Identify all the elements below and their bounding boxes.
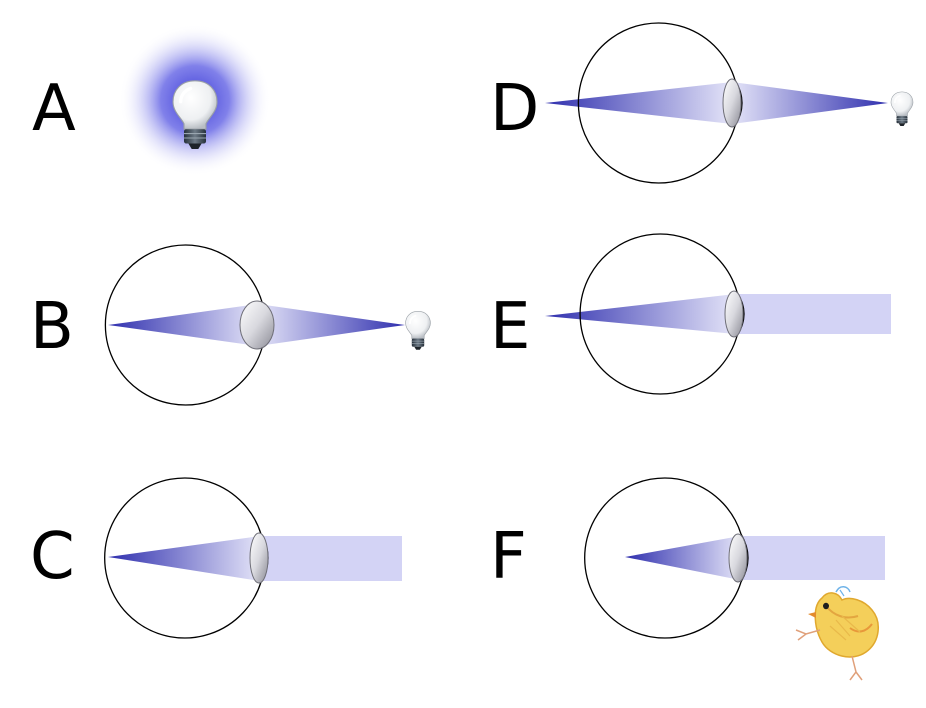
panel-d: D xyxy=(490,22,914,184)
panel-label-c: C xyxy=(30,520,75,594)
eye-diagram-d xyxy=(545,22,888,184)
eye-diagram-c xyxy=(104,477,402,639)
eyeball-outline xyxy=(104,244,263,406)
lens-thick xyxy=(239,300,275,350)
ray-cone-inside xyxy=(108,536,260,581)
eyeball-outline xyxy=(584,477,742,639)
panel-label-d: D xyxy=(490,72,539,146)
ray-cone-inside xyxy=(625,536,740,580)
parallel-rays xyxy=(740,536,885,580)
lens-thin xyxy=(249,532,269,584)
panel-e: E xyxy=(490,233,891,395)
light-bulb-icon xyxy=(404,310,432,351)
ray-cone-outside xyxy=(732,82,888,124)
lens-thin xyxy=(728,533,748,583)
panel-b: B xyxy=(30,244,432,406)
ray-cone-inside xyxy=(545,82,732,124)
lens-thin xyxy=(722,78,742,128)
panel-c: C xyxy=(30,477,402,639)
parallel-rays xyxy=(735,294,891,334)
eyeball-outline xyxy=(577,22,736,184)
eyeball-outline xyxy=(579,233,738,395)
ray-cone-inside xyxy=(108,304,258,346)
eye-diagram-e xyxy=(545,233,891,395)
panel-label-a: A xyxy=(32,72,76,146)
panel-f: F xyxy=(490,477,885,681)
panel-label-b: B xyxy=(30,290,74,364)
panel-a: A xyxy=(32,24,271,176)
eyeball-outline xyxy=(104,477,262,639)
light-bulb-icon xyxy=(890,91,914,127)
panel-label-e: E xyxy=(490,290,530,364)
eye-diagram-b xyxy=(104,244,405,406)
lens-thin xyxy=(724,290,744,338)
eye-diagram-f xyxy=(584,477,885,639)
chick-drawing-icon xyxy=(795,586,879,681)
ray-cone-inside xyxy=(545,294,735,334)
ray-cone-outside xyxy=(258,304,405,346)
parallel-rays xyxy=(260,536,402,581)
panel-label-f: F xyxy=(490,520,527,594)
